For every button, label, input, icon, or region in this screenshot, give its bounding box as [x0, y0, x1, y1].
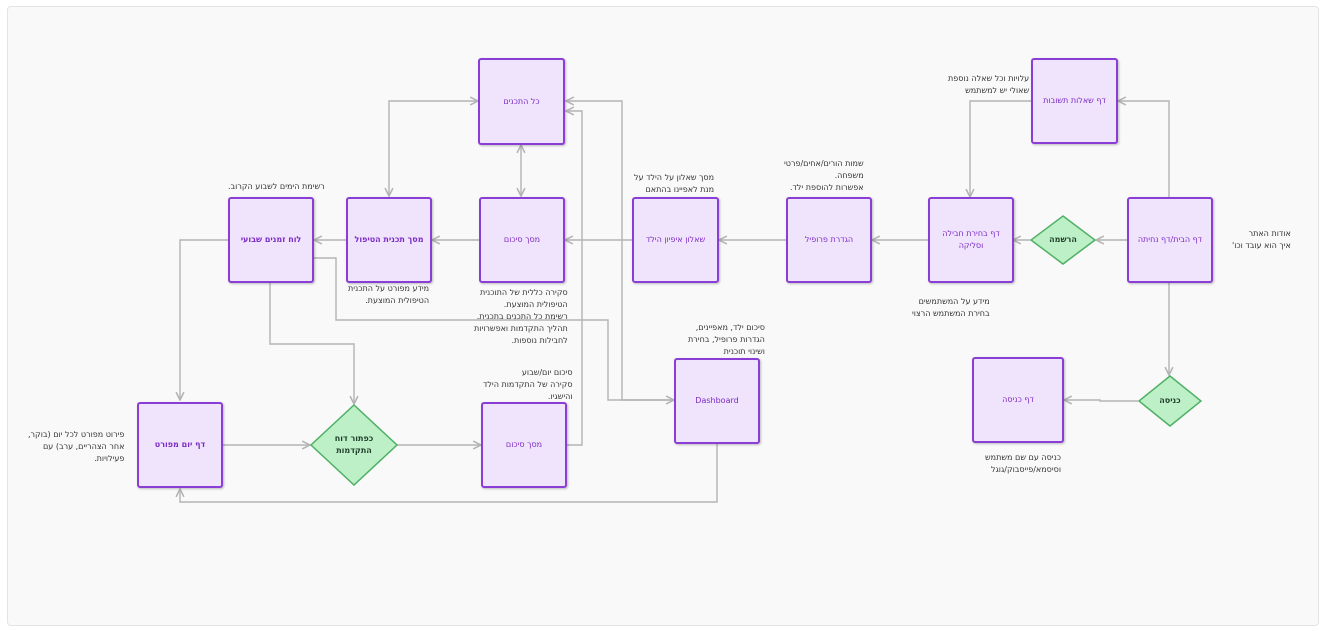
note-line: שמות הורים/אחים/פרטי [784, 159, 864, 168]
screen-daily-detail[interactable]: דף יום מפורט [137, 402, 223, 488]
note-line: הטיפולית המוצעת. [503, 300, 568, 309]
decision-login[interactable]: כניסה [1138, 375, 1202, 427]
note-line: לחבילות נוספות. [511, 336, 568, 345]
connector-treatment-allprograms [389, 101, 478, 196]
screen-faq[interactable]: דף שאלות תשובות [1031, 58, 1118, 144]
note-line: פירוט מפורט לכל יום (בוקר, [28, 430, 125, 439]
note-line: סיכום יום/שבוע [521, 368, 573, 377]
connector-treatment-dashboard [314, 257, 674, 400]
connector-weekly-progress [269, 283, 354, 404]
note-home: אודות האתר איך הוא עובד וכו' [1232, 228, 1291, 252]
decision-register-label: הרשמה [1049, 235, 1077, 244]
note-summary-progress: סיכום יום/שבוע סקירה של התקדמות הילד והי… [483, 367, 573, 403]
screen-weekly-schedule[interactable]: לוח זמנים שבועי [228, 197, 314, 283]
note-line: סקירה כללית של התוכנית [479, 288, 568, 297]
screen-home[interactable]: דף הבית/דף נחיתה [1127, 197, 1213, 283]
note-summary-main: סקירה כללית של התוכנית הטיפולית המוצעת. … [474, 287, 568, 347]
note-line: סיכום ילד, מאפיינים, [695, 323, 765, 332]
note-line: הגדרות פרופיל, בחירת [688, 335, 765, 344]
note-line: שאולי יש למשתמש [965, 86, 1030, 95]
note-line: מנת לאפיינו בהתאם [645, 185, 715, 194]
note-weekly-schedule: רשימת הימים לשבוע הקרוב. [228, 181, 325, 193]
screen-dashboard[interactable]: Dashboard [674, 358, 760, 444]
note-line: ושינוי תוכנית [723, 347, 765, 356]
decision-register[interactable]: הרשמה [1030, 215, 1096, 265]
note-line: פעילויות. [94, 454, 125, 463]
connector-weekly-daily [180, 239, 228, 400]
connector-login-loginpage [1064, 400, 1138, 401]
note-line: איך הוא עובד וכו' [1232, 241, 1291, 250]
decision-progress-report[interactable]: כפתור דוח התקדמות [310, 404, 398, 486]
screen-all-programs[interactable]: כל התכנים [478, 58, 565, 145]
note-dashboard: סיכום ילד, מאפיינים, הגדרות פרופיל, בחיר… [688, 322, 765, 358]
screen-package-selection[interactable]: דף בחירת חבילה וסליקה [928, 197, 1014, 283]
note-line: תהליך התקדמות ואפשרויות [474, 324, 568, 333]
note-line: עלויות וכל שאלה נוספת [948, 74, 1030, 83]
screen-treatment-plan[interactable]: מסך תכנית הטיפול [346, 197, 432, 283]
screen-child-questionnaire[interactable]: שאלון איפיון הילד [632, 197, 719, 283]
connector-dashboard-allprograms [566, 101, 674, 401]
note-line: רשימת כל התכנים בתכנית. [476, 312, 568, 321]
note-profile: שמות הורים/אחים/פרטי משפחה. אפשרות להוספ… [784, 158, 864, 194]
connector-home-faq [1118, 101, 1170, 197]
screen-profile-settings[interactable]: הגדרת פרופיל [786, 197, 872, 283]
note-login-page: כניסה עם שם משתמש וסיסמא/פייסבוק/גוגל [985, 452, 1061, 476]
note-line: והישגיו. [547, 392, 573, 401]
note-line: אחר הצהריים, ערב) עם [42, 442, 125, 451]
note-line: מסך שאלון על הילד על [634, 173, 715, 182]
connector-dashboard-daily [180, 443, 718, 503]
note-line: סקירה של התקדמות הילד [483, 380, 573, 389]
note-line: מידע מפורט על התכנית [348, 284, 430, 293]
decision-login-label: כניסה [1159, 396, 1181, 405]
note-treatment-plan: מידע מפורט על התכנית הטיפולית המוצעת. [348, 283, 429, 307]
note-daily-detail: פירוט מפורט לכל יום (בוקר, אחר הצהריים, … [28, 429, 124, 465]
decision-progress-report-label: כפתור דוח התקדמות [334, 434, 374, 455]
connector-summaryprogress-allprograms [566, 111, 583, 446]
note-line: הטיפולית המוצעת. [365, 296, 430, 305]
screen-summary-main[interactable]: מסך סיכום [479, 197, 565, 283]
note-line: מידע על המשתמשים [918, 297, 990, 306]
note-line: אודות האתר [1248, 229, 1291, 238]
note-line: כניסה עם שם משתמש [985, 453, 1062, 462]
note-faq: עלויות וכל שאלה נוספת שאולי יש למשתמש [948, 73, 1029, 97]
note-line: רשימת הימים לשבוע הקרוב. [228, 182, 325, 191]
note-line: משפחה. [834, 171, 864, 180]
screen-login-page[interactable]: דף כניסה [972, 357, 1064, 443]
note-questionnaire: מסך שאלון על הילד על מנת לאפיינו בהתאם [634, 172, 714, 196]
note-line: אפשרות להוספת ילד. [789, 183, 864, 192]
note-line: בחירת המשתמש הרצוי [912, 309, 990, 318]
note-package: מידע על המשתמשים בחירת המשתמש הרצוי [912, 296, 990, 320]
note-line: וסיסמא/פייסבוק/גוגל [990, 465, 1062, 474]
connector-faq-package [970, 100, 1031, 197]
screen-summary-progress[interactable]: מסך סיכום [481, 402, 567, 488]
